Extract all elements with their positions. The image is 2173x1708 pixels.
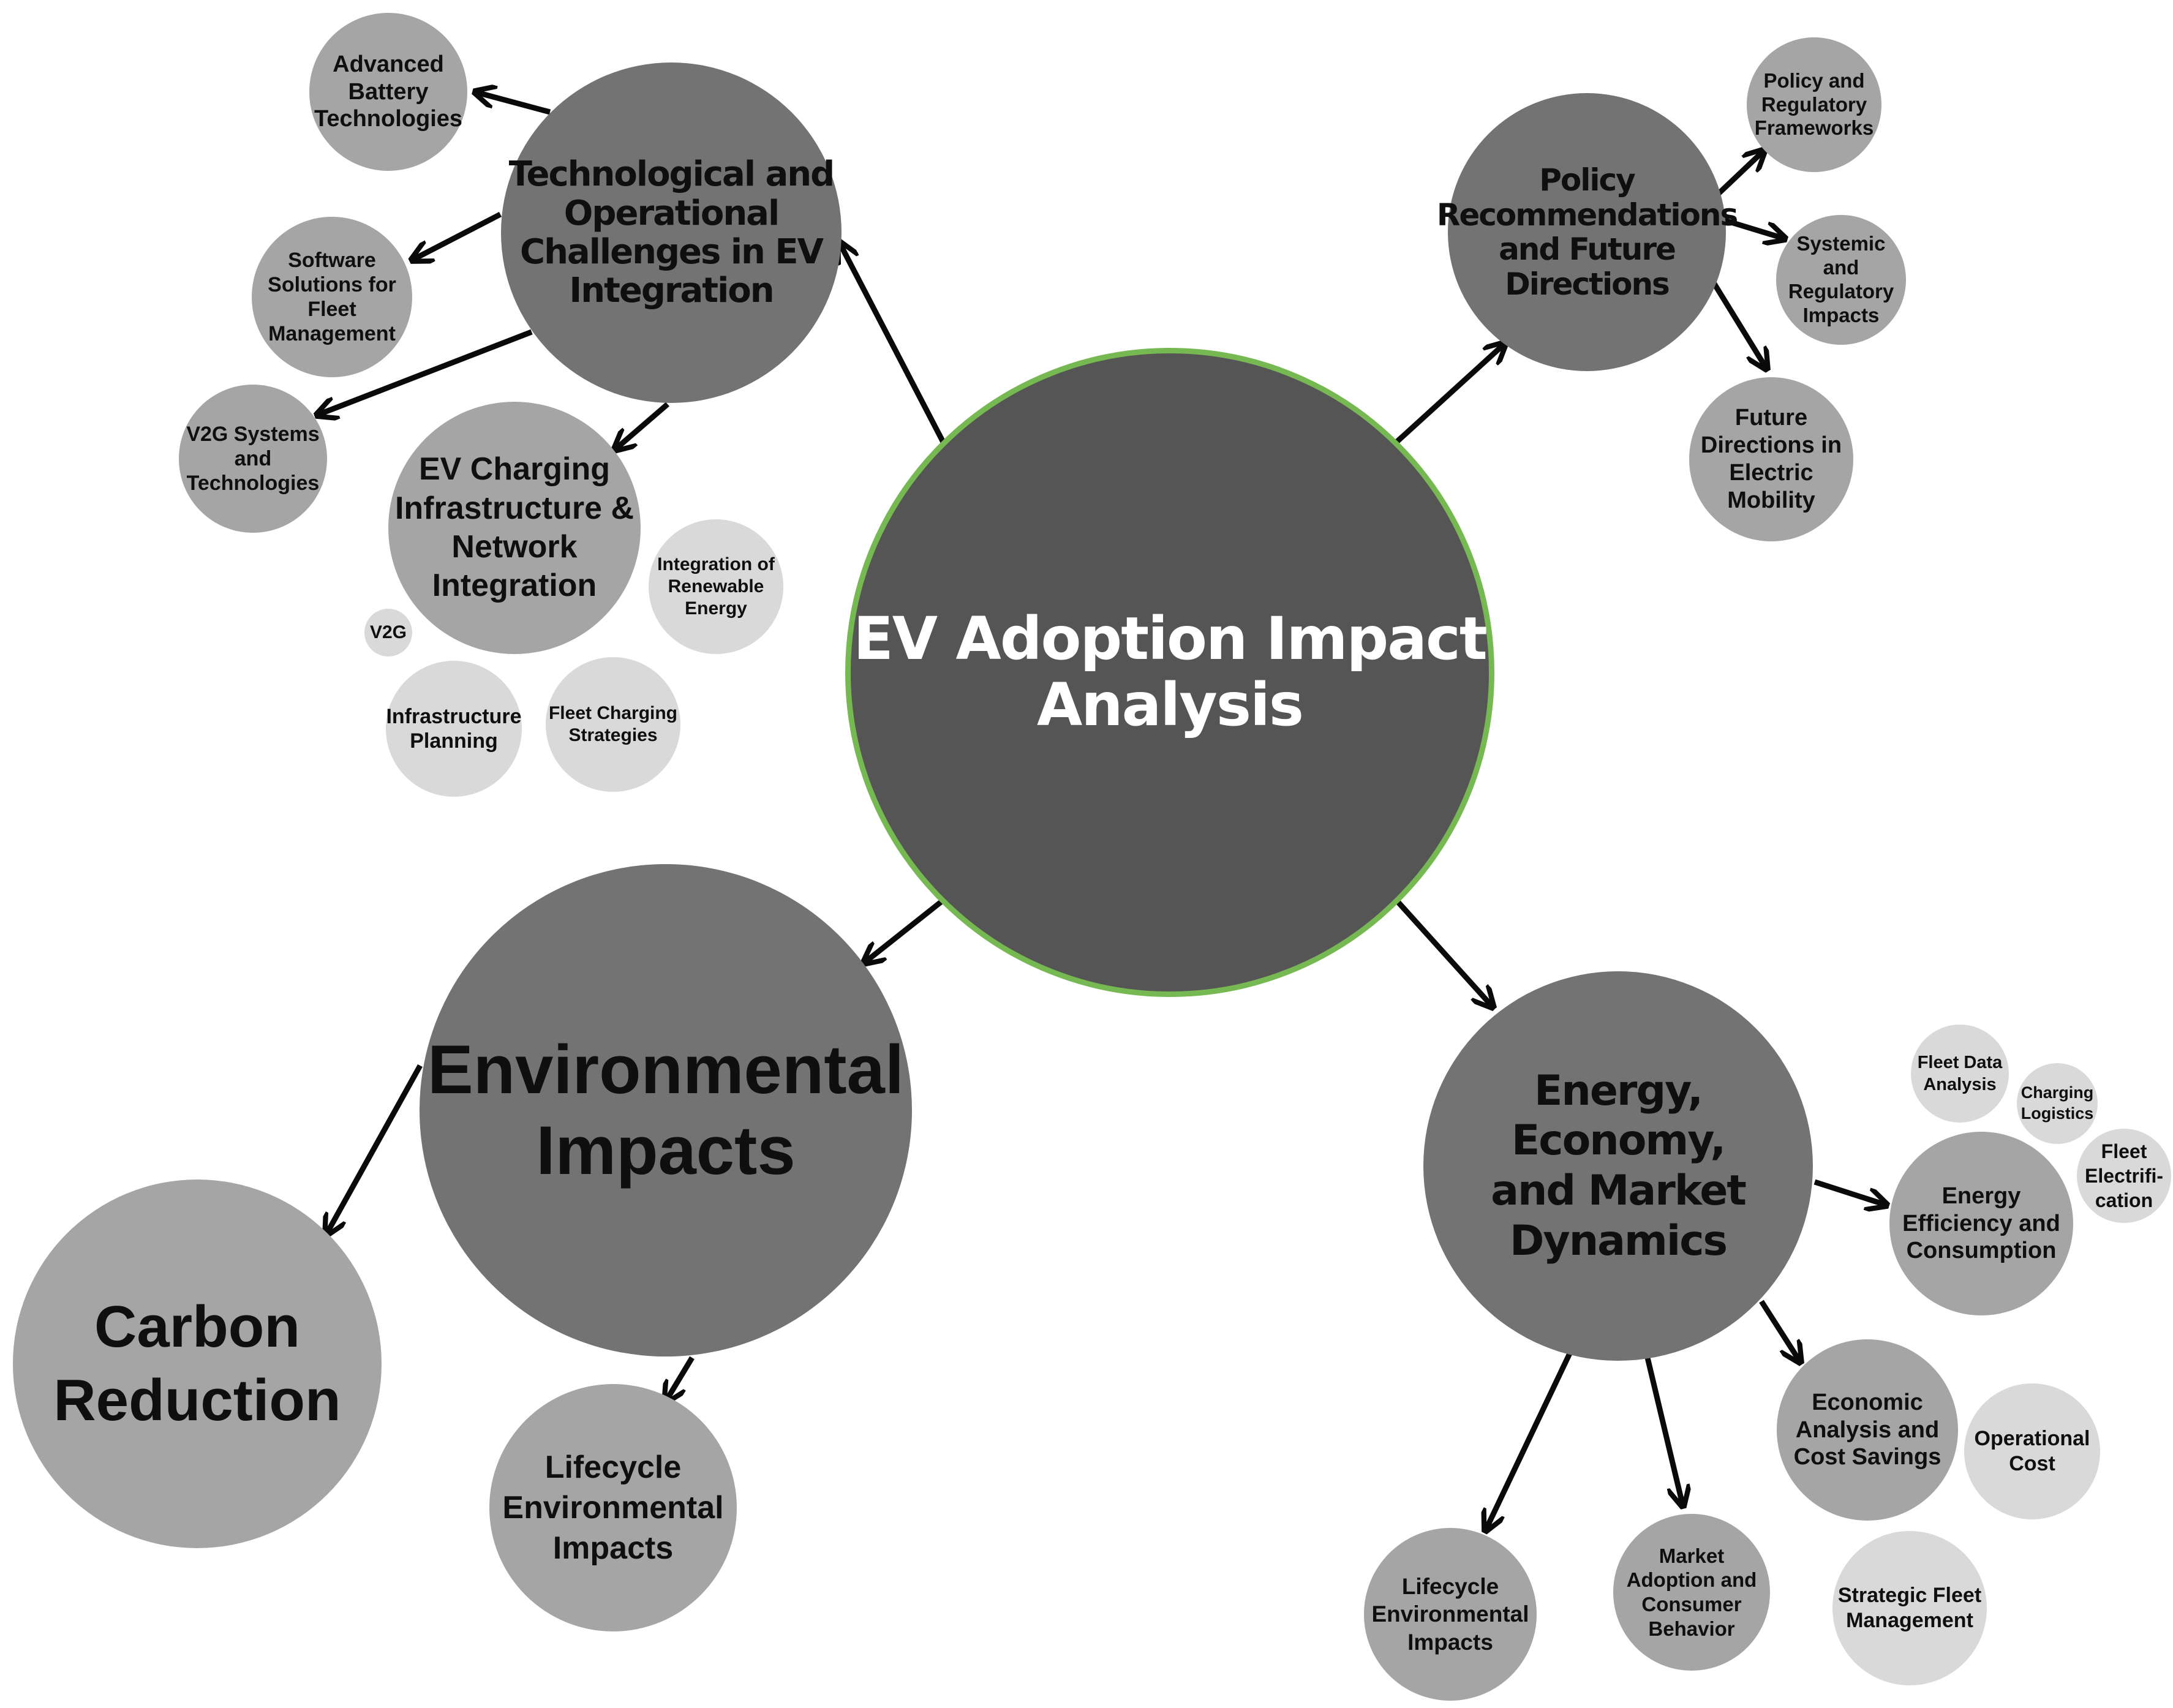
branch-node-label: Policy Recommendations and Future Direct… xyxy=(1436,162,1738,302)
minor-node-fleet-data-analysis[interactable]: Fleet Data Analysis xyxy=(1911,1025,2009,1123)
leaf-node-advanced-battery-technologies[interactable]: Advanced Battery Technologies xyxy=(309,13,467,171)
minor-node-label: Strategic Fleet Management xyxy=(1837,1584,1982,1632)
minor-node-fleet-charging-strategies[interactable]: Fleet Charging Strategies xyxy=(546,657,680,792)
minor-node-infrastructure-planning[interactable]: Infrastructure Planning xyxy=(386,661,522,797)
leaf-node-label: V2G Systems and Technologies xyxy=(186,422,320,495)
leaf-node-label: Systemic and Regulatory Impacts xyxy=(1788,232,1894,326)
subbranch-node-label: EV Charging Infrastructure & Network Int… xyxy=(394,451,635,604)
minor-node-strategic-fleet-management[interactable]: Strategic Fleet Management xyxy=(1832,1531,1987,1685)
leaf-node-label: Lifecycle Environmental Impacts xyxy=(1371,1574,1529,1655)
connector-arrow-energy-to-market xyxy=(1644,1356,1683,1507)
branch-node-environmental-impacts[interactable]: Environmental Impacts xyxy=(420,864,912,1356)
minor-node-label: Integration of Renewable Energy xyxy=(657,554,775,619)
connector-arrow-energy-to-economic xyxy=(1759,1300,1801,1363)
connector-arrow-policy-to-systemic xyxy=(1720,216,1785,239)
branch-node-technological-challenges[interactable]: Technological and Operational Challenges… xyxy=(501,62,842,403)
minor-node-label: Fleet Charging Strategies xyxy=(548,703,677,745)
connector-arrow-policy-to-future xyxy=(1711,280,1767,369)
connector-arrow-energy-to-efficiency xyxy=(1813,1179,1887,1205)
connector-arrow-tech-to-charging_infra xyxy=(614,402,669,450)
minor-node-label: Charging Logistics xyxy=(2020,1083,2094,1123)
minor-node-fleet-electrification[interactable]: Fleet Electrifi- cation xyxy=(2077,1129,2171,1223)
leaf-node-economic-analysis-cost-savings[interactable]: Economic Analysis and Cost Savings xyxy=(1777,1339,1958,1521)
branch-node-policy-recommendations[interactable]: Policy Recommendations and Future Direct… xyxy=(1437,93,1738,371)
leaf-node-carbon-reduction[interactable]: Carbon Reduction xyxy=(13,1179,382,1548)
leaf-node-label: Policy and Regulatory Frameworks xyxy=(1754,69,1874,140)
leaf-node-label: Carbon Reduction xyxy=(53,1294,341,1433)
leaf-node-software-solutions-fleet-management[interactable]: Software Solutions for Fleet Management xyxy=(252,217,412,377)
leaf-node-label: Economic Analysis and Cost Savings xyxy=(1793,1389,1941,1470)
leaf-node-v2g-systems-technologies[interactable]: V2G Systems and Technologies xyxy=(179,385,327,533)
minor-node-charging-logistics[interactable]: Charging Logistics xyxy=(2017,1063,2098,1144)
leaf-node-policy-regulatory-frameworks[interactable]: Policy and Regulatory Frameworks xyxy=(1747,37,1881,172)
leaf-node-lifecycle-environmental-impacts[interactable]: Lifecycle Environmental Impacts xyxy=(489,1384,737,1631)
leaf-node-label: Future Directions in Electric Mobility xyxy=(1700,405,1842,513)
connector-arrow-tech-to-software xyxy=(412,212,502,260)
connector-arrow-root-to-environmental xyxy=(864,898,945,963)
connector-arrow-policy-to-policy_frameworks xyxy=(1715,150,1764,197)
root-node-label: EV Adoption Impact Analysis xyxy=(853,604,1488,739)
minor-node-label: Fleet Data Analysis xyxy=(1917,1052,2003,1094)
connector-arrow-tech-to-battery xyxy=(475,92,551,115)
leaf-node-label: Software Solutions for Fleet Management xyxy=(268,248,396,346)
branch-node-label: Environmental Impacts xyxy=(427,1031,904,1189)
leaf-node-lifecycle-environmental-impacts-energy[interactable]: Lifecycle Environmental Impacts xyxy=(1364,1528,1537,1701)
minor-node-label: Fleet Electrifi- cation xyxy=(2084,1140,2164,1211)
minor-node-label: Infrastructure Planning xyxy=(386,704,522,753)
minor-node-label: Operational Cost xyxy=(1974,1427,2090,1475)
minor-node-operational-cost[interactable]: Operational Cost xyxy=(1964,1383,2100,1519)
leaf-node-label: Market Adoption and Consumer Behavior xyxy=(1626,1544,1757,1640)
subbranch-node-ev-charging-infrastructure[interactable]: EV Charging Infrastructure & Network Int… xyxy=(388,402,641,654)
connector-arrow-tech-to-v2g_systems xyxy=(317,329,533,415)
leaf-node-future-directions-electric-mobility[interactable]: Future Directions in Electric Mobility xyxy=(1689,377,1853,541)
branch-node-label: Energy, Economy, and Market Dynamics xyxy=(1491,1066,1747,1265)
minor-node-v2g[interactable]: V2G xyxy=(364,609,412,656)
leaf-node-market-adoption-consumer-behavior[interactable]: Market Adoption and Consumer Behavior xyxy=(1613,1514,1770,1671)
leaf-node-systemic-regulatory-impacts[interactable]: Systemic and Regulatory Impacts xyxy=(1776,215,1906,345)
branch-node-energy-economy-market[interactable]: Energy, Economy, and Market Dynamics xyxy=(1423,971,1813,1361)
leaf-node-label: Energy Efficiency and Consumption xyxy=(1902,1183,2060,1264)
minor-node-label: V2G xyxy=(369,622,407,642)
root-node-ev-adoption-impact-analysis[interactable]: EV Adoption Impact Analysis xyxy=(845,348,1494,997)
connector-arrow-environmental-to-carbon xyxy=(326,1064,423,1235)
leaf-node-energy-efficiency-consumption[interactable]: Energy Efficiency and Consumption xyxy=(1889,1132,2073,1315)
leaf-node-label: Advanced Battery Technologies xyxy=(314,51,463,132)
connector-arrow-energy-to-lifecycle_energy xyxy=(1485,1352,1573,1531)
connector-arrow-root-to-energy xyxy=(1394,898,1493,1007)
branch-node-label: Technological and Operational Challenges… xyxy=(508,154,835,311)
connector-arrow-root-to-policy xyxy=(1394,343,1505,445)
connector-arrow-root-to-tech xyxy=(839,242,946,444)
connector-arrow-environmental-to-lifecycle_env xyxy=(665,1356,695,1402)
minor-node-integration-renewable-energy[interactable]: Integration of Renewable Energy xyxy=(649,519,783,654)
leaf-node-label: Lifecycle Environmental Impacts xyxy=(502,1449,724,1567)
